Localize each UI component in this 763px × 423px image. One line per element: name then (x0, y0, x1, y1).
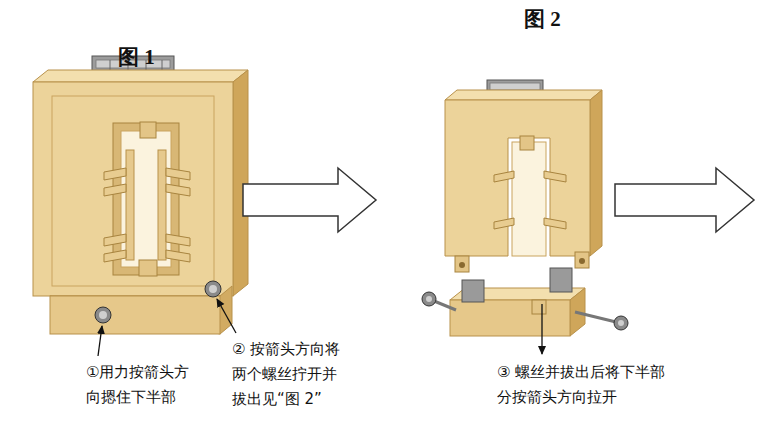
leader-arrow (98, 326, 102, 356)
callout-note: ② 按箭头方向将两个螺丝拧开并拔出见“图 2” (232, 337, 340, 412)
flow-arrow (615, 168, 754, 232)
callout-note: ③ 螺丝并拔出后将下半部分按箭头方向拉开 (497, 360, 665, 410)
leader-arrow (217, 299, 236, 333)
callout-note: ①用力按箭头方向摁住下半部 (86, 360, 189, 410)
flow-arrow (243, 168, 376, 232)
figure-title: 图 2 (524, 6, 561, 32)
figure-title: 图 1 (118, 44, 155, 70)
transformer-assembled (33, 56, 248, 334)
pull-arrow (541, 304, 542, 354)
transformer-opened (422, 80, 628, 336)
